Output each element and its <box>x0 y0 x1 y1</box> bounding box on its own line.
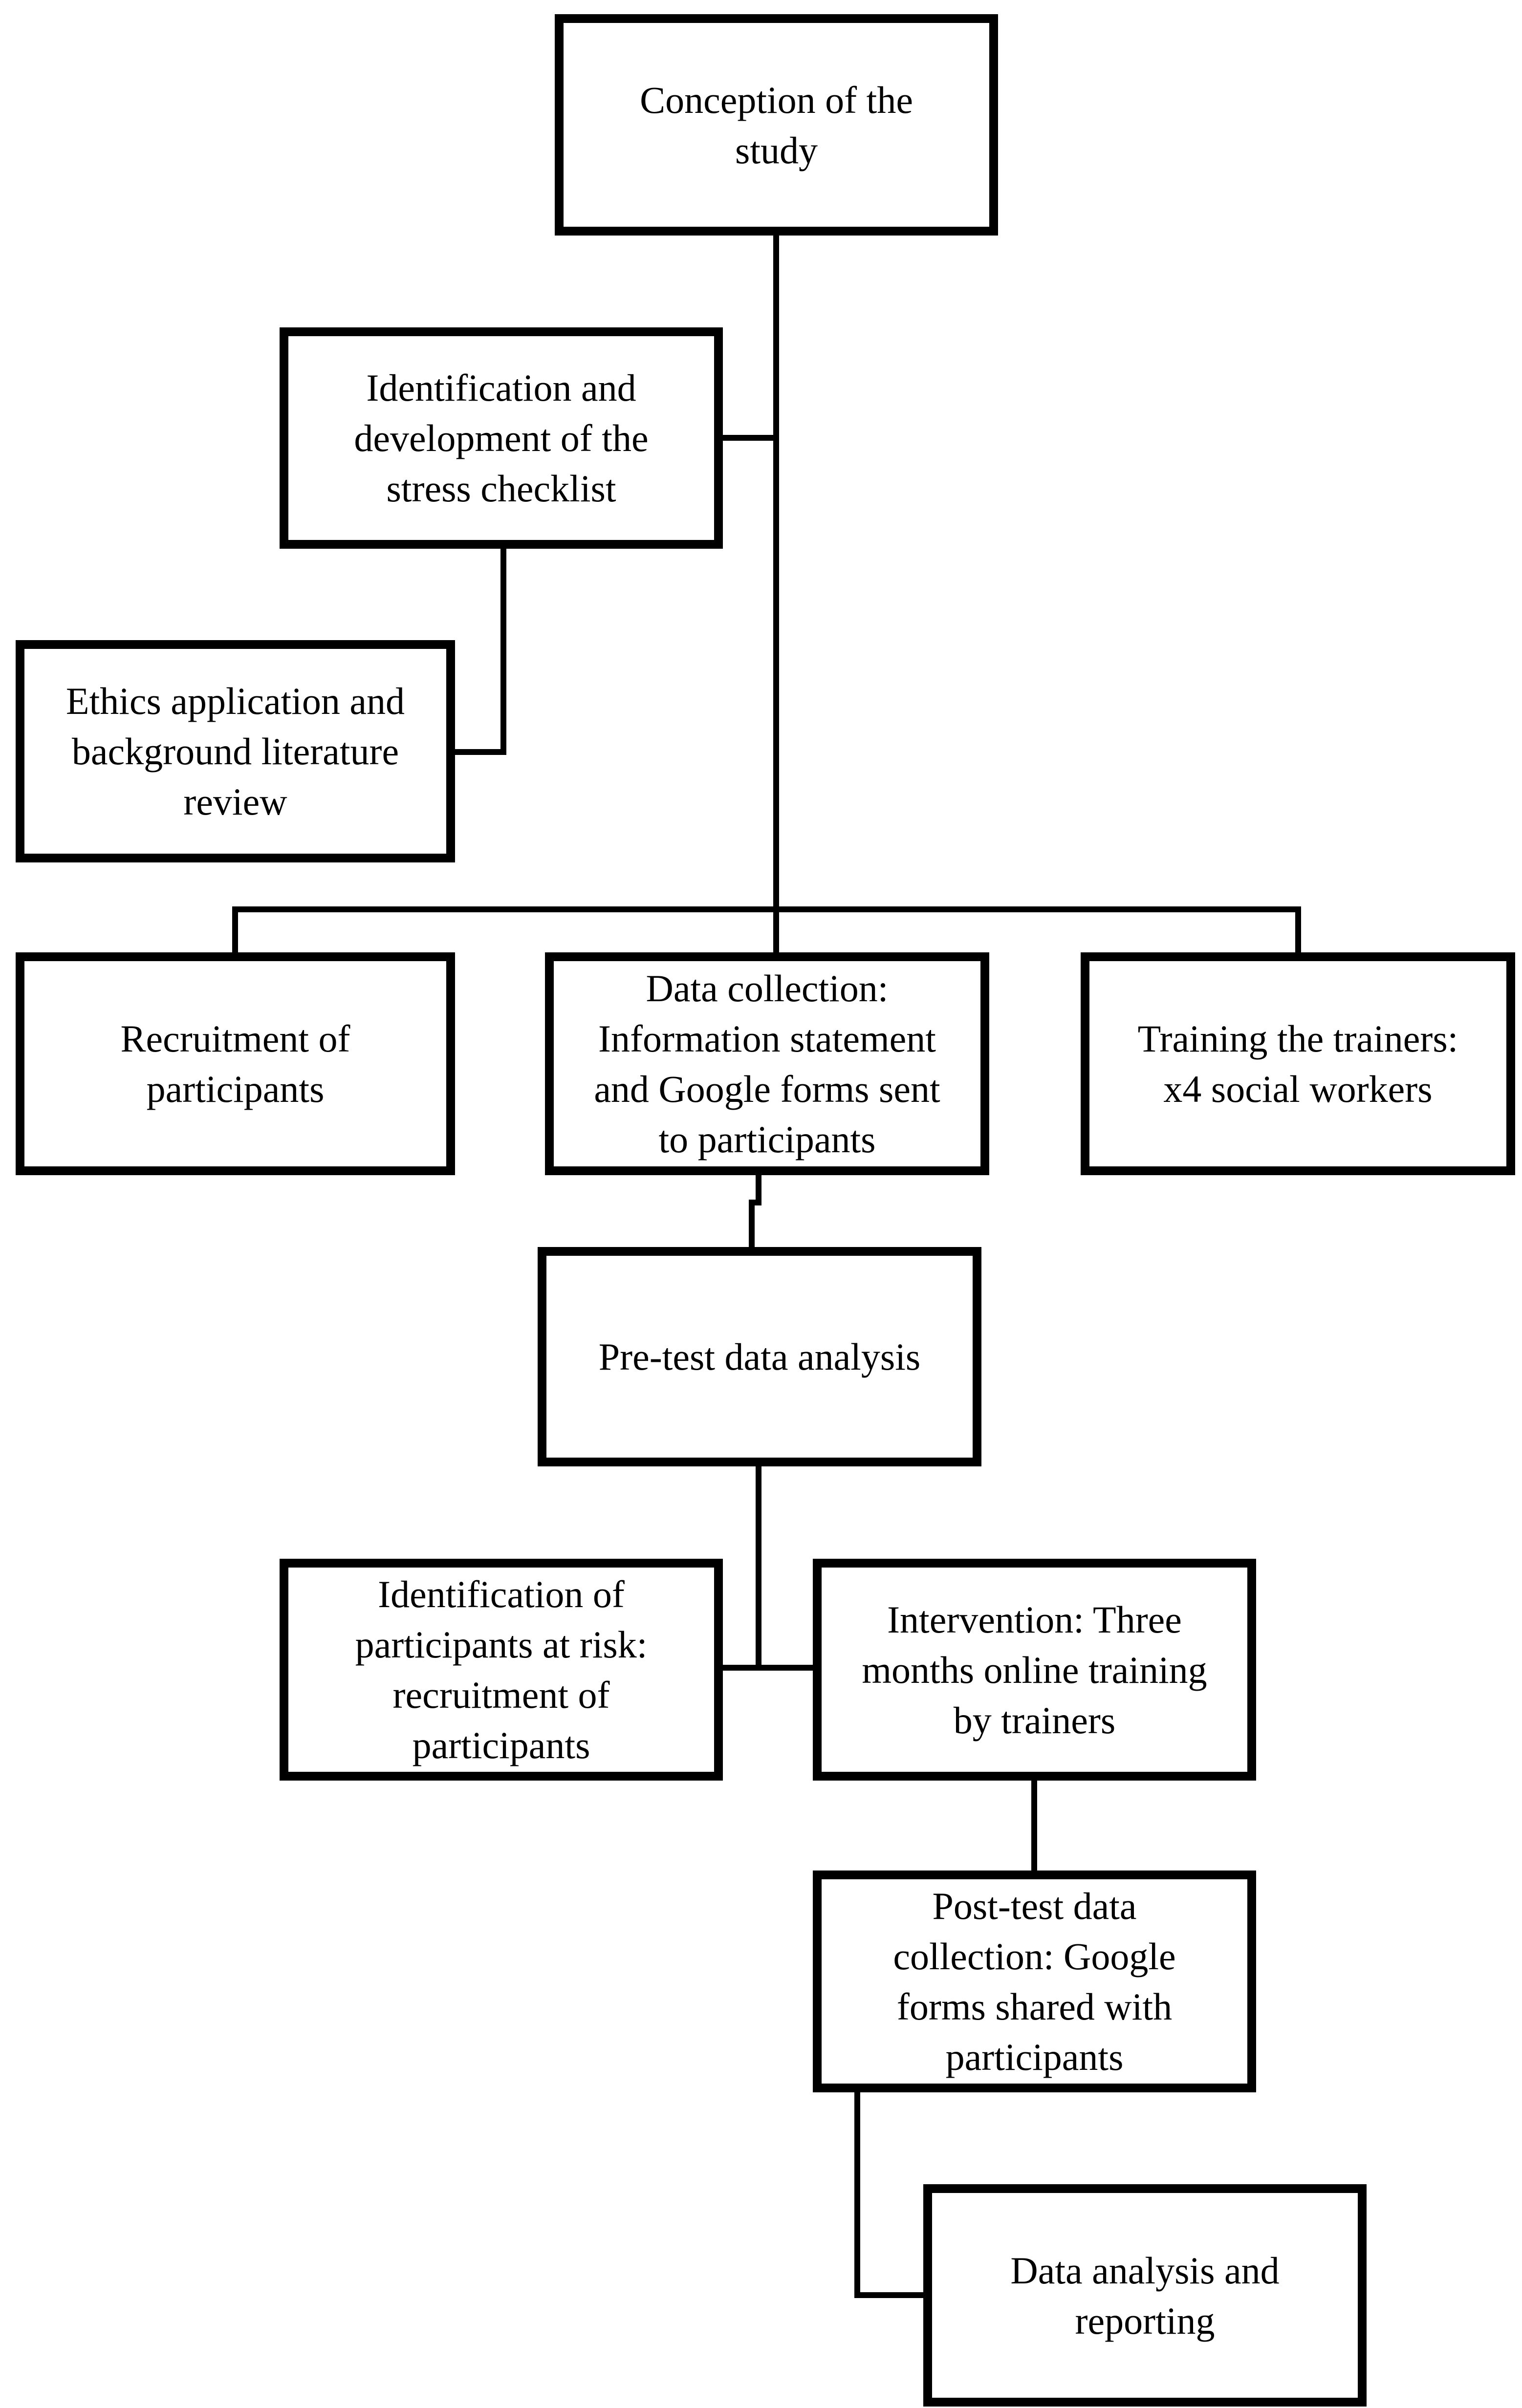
connector-line <box>232 906 238 952</box>
node-label: Recruitment of participants <box>120 1017 350 1110</box>
connector-line <box>455 749 506 755</box>
node-intervention-online-training: Intervention: Three months online traini… <box>813 1559 1256 1781</box>
connector-line <box>756 1175 761 1205</box>
node-identification-development-stress-checklist: Identification and development of the st… <box>280 327 723 549</box>
connector-line <box>756 1466 761 1671</box>
node-posttest-data-collection: Post-test data collection: Google forms … <box>813 1870 1256 2092</box>
node-label: Data analysis and reporting <box>1010 2249 1280 2342</box>
connector-line <box>723 1665 813 1671</box>
node-label: Pre-test data analysis <box>598 1335 921 1378</box>
node-label: Intervention: Three months online traini… <box>862 1598 1207 1742</box>
node-conception-of-the-study: Conception of the study <box>555 14 998 236</box>
node-label: Identification and development of the st… <box>354 366 649 510</box>
connector-line <box>1031 1781 1037 1870</box>
node-label: Data collection: Information statement a… <box>594 967 940 1161</box>
node-data-collection: Data collection: Information statement a… <box>545 952 989 1175</box>
node-identification-participants-at-risk: Identification of participants at risk: … <box>280 1559 723 1781</box>
node-label: Post-test data collection: Google forms … <box>893 1885 1176 2078</box>
connector-line <box>749 1200 755 1247</box>
connector-line <box>723 435 776 441</box>
connector-line <box>1295 906 1301 952</box>
node-pretest-data-analysis: Pre-test data analysis <box>538 1247 981 1466</box>
node-data-analysis-and-reporting: Data analysis and reporting <box>923 2184 1367 2407</box>
node-ethics-application-literature-review: Ethics application and background litera… <box>16 640 455 862</box>
node-label: Conception of the study <box>640 78 913 172</box>
connector-line <box>232 906 1301 912</box>
connector-line <box>854 2092 860 2298</box>
connector-line <box>773 236 779 952</box>
node-training-the-trainers: Training the trainers: x4 social workers <box>1081 952 1515 1175</box>
node-recruitment-of-participants: Recruitment of participants <box>16 952 455 1175</box>
node-label: Training the trainers: x4 social workers <box>1137 1017 1458 1110</box>
node-label: Ethics application and background litera… <box>65 680 405 823</box>
connector-line <box>500 549 506 755</box>
connector-line <box>854 2292 923 2298</box>
node-label: Identification of participants at risk: … <box>355 1573 648 1766</box>
